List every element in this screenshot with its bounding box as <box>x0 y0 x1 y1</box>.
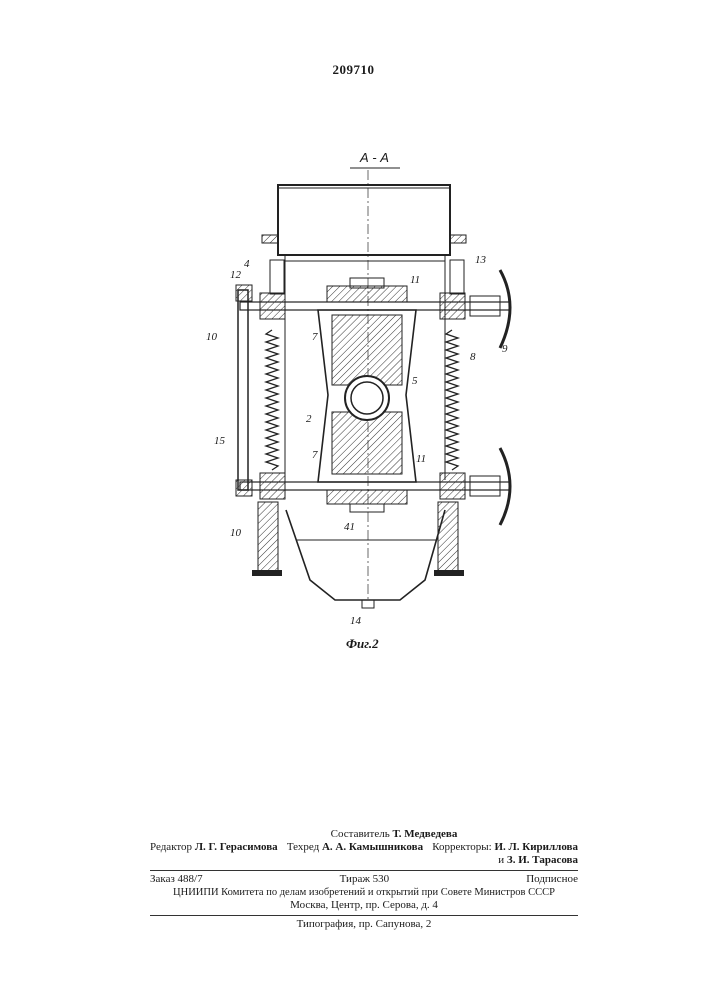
part-label-10-lower: 10 <box>230 527 242 539</box>
part-label-15: 15 <box>214 435 226 447</box>
part-label-4: 4 <box>244 258 250 270</box>
part-label-41: 41 <box>344 521 355 533</box>
figure-caption: Фиг.2 <box>346 636 379 651</box>
part-label-9: 9 <box>502 343 508 355</box>
editors-line: Редактор Л. Г. Герасимова Техред А. А. К… <box>150 841 578 854</box>
part-label-8: 8 <box>470 351 476 363</box>
order-line: Заказ 488/7 Тираж 530 Подписное <box>150 873 578 886</box>
part-label-2: 2 <box>306 413 312 425</box>
address-line: Москва, Центр, пр. Серова, д. 4 <box>150 899 578 912</box>
patent-number: 209710 <box>0 62 707 78</box>
part-label-11: 11 <box>410 274 420 286</box>
institute-line: ЦНИИПИ Комитета по делам изобретений и о… <box>150 886 578 899</box>
part-label-12: 12 <box>230 269 242 281</box>
part-label-13: 13 <box>475 254 487 266</box>
imprint-block: Составитель Т. Медведева Редактор Л. Г. … <box>150 828 578 931</box>
printer-line: Типография, пр. Сапунова, 2 <box>150 918 578 931</box>
part-label-7: 7 <box>312 331 318 343</box>
composer-line: Составитель Т. Медведева <box>150 828 578 841</box>
corrector2-line: и З. И. Тарасова <box>150 854 578 867</box>
part-label-14: 14 <box>350 615 362 627</box>
section-label: А - А <box>359 150 389 165</box>
part-label-5: 5 <box>412 375 418 387</box>
rule <box>150 915 578 916</box>
part-label-7-lower: 7 <box>312 449 318 461</box>
part-label-10: 10 <box>206 331 218 343</box>
technical-drawing-figure: А - А 4 12 10 <box>200 150 540 660</box>
part-label-11-lower: 11 <box>416 453 426 465</box>
rule <box>150 870 578 871</box>
